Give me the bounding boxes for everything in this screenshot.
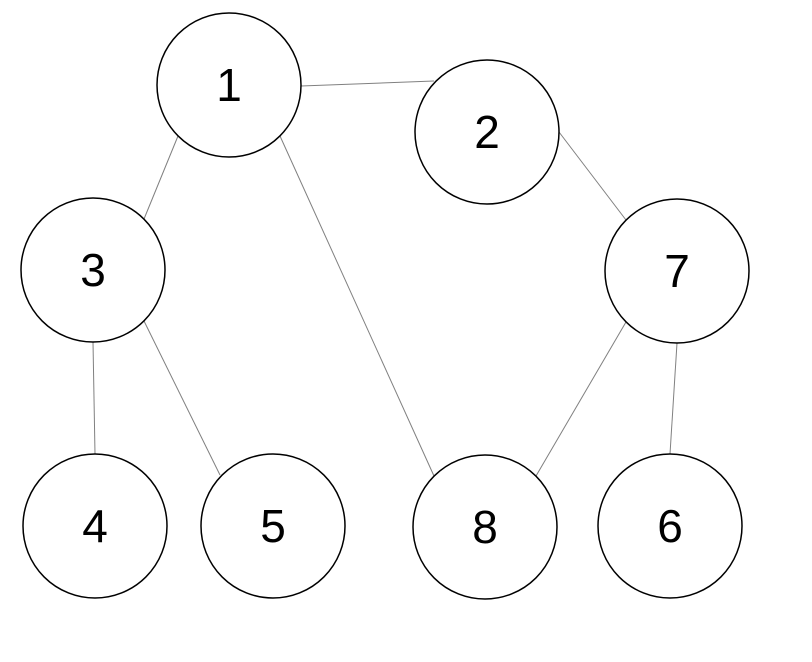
node-1-label: 1 [216, 59, 242, 111]
graph-node-4[interactable]: 4 [22, 453, 168, 599]
node-7-label: 7 [664, 245, 690, 297]
edge-3-4[interactable] [92, 341, 96, 455]
graph-node-7[interactable]: 7 [604, 198, 750, 344]
node-3-circle[interactable] [20, 197, 166, 343]
node-3-label: 3 [80, 244, 106, 296]
node-8-label: 8 [472, 501, 498, 553]
edge-1-2[interactable] [300, 80, 435, 87]
node-4-circle[interactable] [22, 453, 168, 599]
node-6-label: 6 [657, 500, 683, 552]
node-6-circle[interactable] [597, 453, 743, 599]
edge-7-6[interactable] [669, 342, 678, 455]
edge-2-7[interactable] [558, 131, 627, 221]
graph-node-6[interactable]: 6 [597, 453, 743, 599]
node-2-circle[interactable] [414, 59, 560, 205]
node-8-circle[interactable] [412, 454, 558, 600]
node-1-circle[interactable] [156, 12, 302, 158]
edge-7-8[interactable] [535, 321, 627, 477]
edge-1-3[interactable] [143, 135, 179, 220]
node-5-circle[interactable] [200, 453, 346, 599]
node-2-label: 2 [474, 106, 500, 158]
graph-node-5[interactable]: 5 [200, 453, 346, 599]
graph-node-3[interactable]: 3 [20, 197, 166, 343]
edge-1-8[interactable] [279, 135, 435, 477]
node-5-label: 5 [260, 500, 286, 552]
graph-node-2[interactable]: 2 [414, 59, 560, 205]
graph-node-1[interactable]: 1 [156, 12, 302, 158]
graph-node-8[interactable]: 8 [412, 454, 558, 600]
node-4-label: 4 [82, 500, 108, 552]
edge-3-5[interactable] [143, 320, 221, 476]
node-7-circle[interactable] [604, 198, 750, 344]
